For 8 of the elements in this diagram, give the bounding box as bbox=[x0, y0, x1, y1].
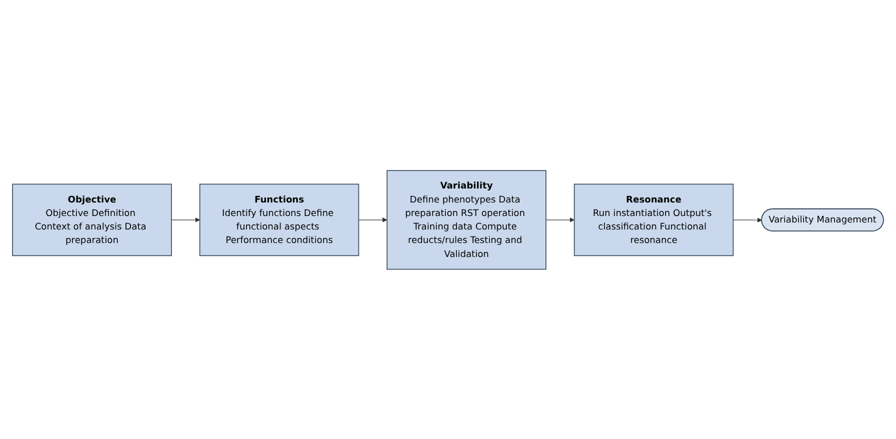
arrow bbox=[358, 217, 388, 222]
node-box: Objective Objective Definition Context of analysis Data preparation bbox=[12, 183, 172, 256]
arrow bbox=[171, 217, 200, 222]
node-box: Variability Define phenotypes Data preparation RST operation Training data Compute reducts/rules Testing and Validation bbox=[386, 170, 546, 270]
node-box: Resonance Run instantiation Output's classification Functional resonance bbox=[574, 183, 734, 256]
node-box: Functions Identify functions Define functional aspects Performance conditions bbox=[199, 183, 360, 256]
arrow bbox=[546, 217, 575, 222]
arrow bbox=[732, 217, 762, 222]
